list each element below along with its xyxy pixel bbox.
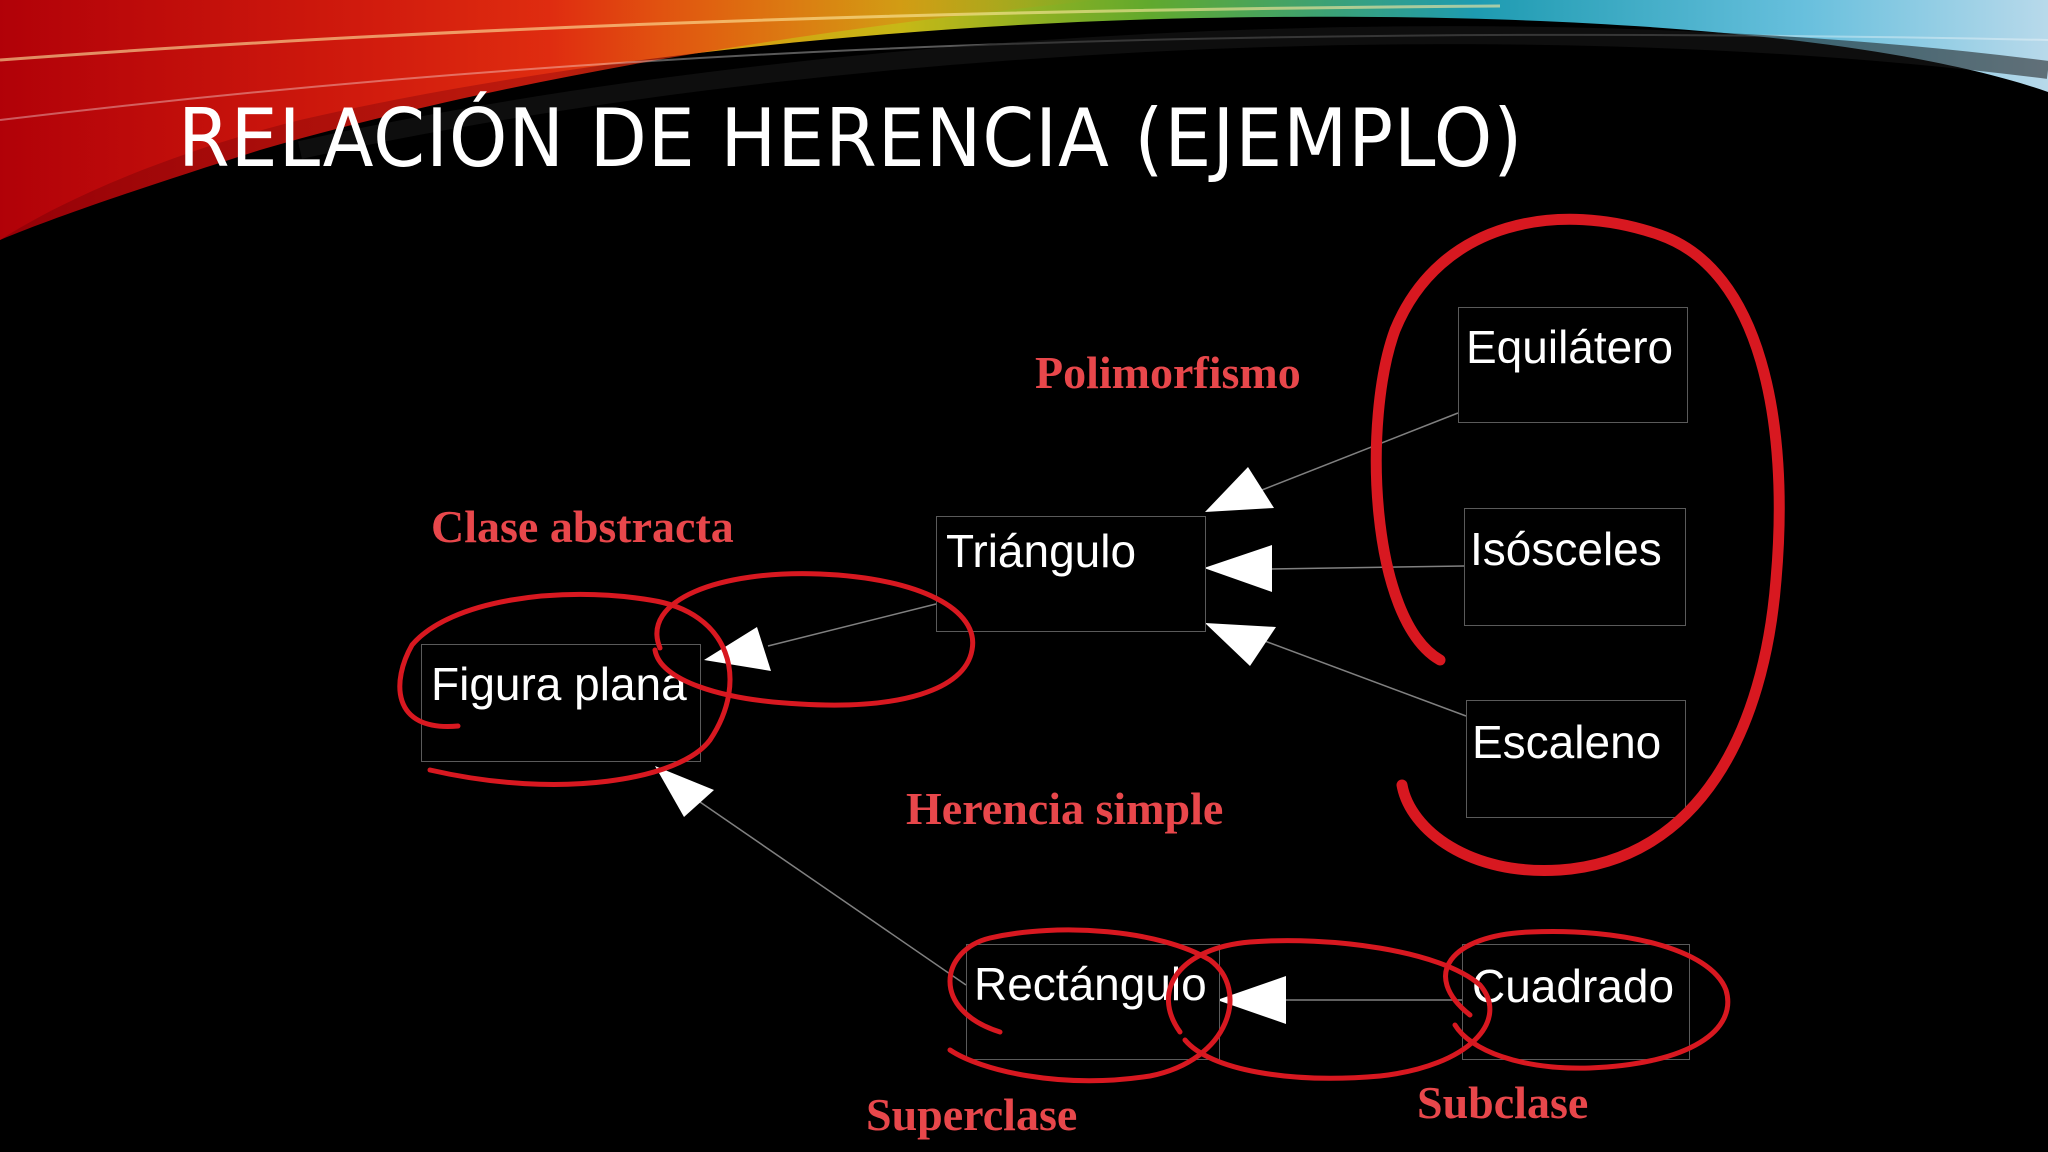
node-label-triangulo: Triángulo — [946, 525, 1137, 577]
arrow-head-cuadrado — [1217, 976, 1286, 1024]
node-label-isosceles: Isósceles — [1470, 523, 1662, 575]
connector-escaleno-triangulo — [1261, 639, 1467, 717]
decorative-swoosh-banner — [0, 0, 2048, 240]
marker-ellipse-rectangulo — [947, 927, 1233, 1084]
marker-ellipse-figura-plana — [397, 591, 733, 787]
node-label-figura-plana: Figura plana — [431, 658, 687, 710]
annotation-polimorfismo: Polimorfismo — [1035, 347, 1301, 398]
arrow-head-rectangulo — [655, 766, 714, 817]
marker-ellipse-clase-abstracta — [652, 571, 976, 708]
connector-isosceles-triangulo — [1269, 565, 1465, 570]
marker-ellipse-polimorfismo — [1370, 213, 1785, 877]
node-box-escaleno — [1466, 700, 1686, 818]
node-box-rectangulo — [966, 944, 1220, 1060]
annotation-herencia-simple: Herencia simple — [906, 783, 1224, 834]
slide-title: RELACIÓN DE HERENCIA (EJEMPLO) — [178, 92, 1524, 185]
connector-rectangulo-figura — [699, 801, 967, 986]
marker-ellipse-herencia-link — [1166, 938, 1493, 1081]
node-box-triangulo — [936, 516, 1206, 632]
node-box-figura-plana — [421, 644, 701, 762]
node-box-equilatero — [1458, 307, 1688, 423]
arrow-head-figura — [704, 627, 771, 671]
node-box-isosceles — [1464, 508, 1686, 626]
node-label-escaleno: Escaleno — [1472, 716, 1662, 768]
node-box-cuadrado — [1462, 944, 1690, 1060]
node-label-cuadrado: Cuadrado — [1472, 960, 1675, 1012]
connector-triangulo-figura — [767, 603, 937, 647]
arrow-head-escaleno — [1205, 623, 1276, 666]
annotation-clase-abstracta: Clase abstracta — [431, 501, 734, 552]
arrow-head-equilatero — [1205, 467, 1274, 512]
annotation-subclase: Subclase — [1417, 1077, 1589, 1128]
marker-ellipse-cuadrado — [1443, 929, 1731, 1071]
arrow-head-isosceles — [1204, 545, 1272, 592]
annotation-superclase: Superclase — [866, 1089, 1078, 1140]
node-label-equilatero: Equilátero — [1466, 321, 1674, 373]
connector-equilatero-triangulo — [1261, 412, 1459, 491]
